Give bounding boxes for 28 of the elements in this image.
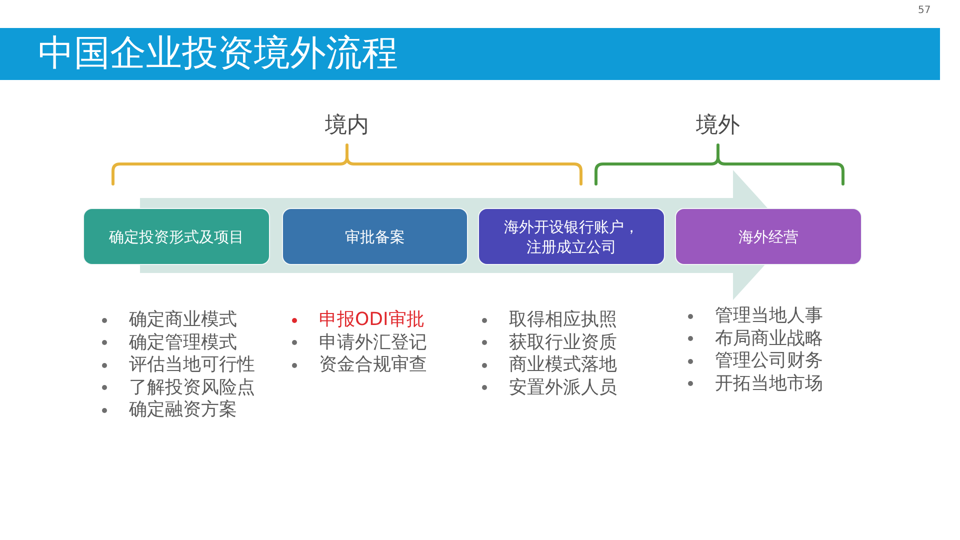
bracket-label: 境内 [325, 112, 369, 140]
process-box [83, 208, 270, 265]
bullet-text: 安置外派人员 [509, 376, 617, 399]
step-label: 确定投资形式及项目 [109, 226, 244, 246]
bullet-text: 确定管理模式 [129, 332, 237, 354]
bullet-text: 资金合规审查 [319, 354, 427, 376]
bullet-text: 确定融资方案 [129, 399, 237, 422]
bullet-text: 确定商业模式 [129, 309, 237, 332]
bullet-text: 管理当地人事 [715, 305, 823, 328]
page-number: 57 [918, 4, 931, 17]
bullet-text: 获取行业资质 [509, 332, 617, 354]
bullet-text: 取得相应执照 [509, 309, 617, 332]
bullet-text: 管理公司财务 [715, 350, 823, 372]
bullet-text: 布局商业战略 [715, 328, 823, 350]
slide-title: 中国企业投资境外流程 [38, 33, 398, 75]
step-label: 海外经营 [738, 226, 798, 246]
bullet-text: 申请外汇登记 [319, 332, 427, 354]
bracket-label: 境外 [696, 112, 740, 140]
bullet-text: 申报ODI审批 [319, 309, 424, 332]
process-box [675, 208, 862, 265]
bullet-text: 开拓当地市场 [715, 372, 823, 395]
step-label: 审批备案 [345, 226, 405, 246]
step-label: 海外开设银行账户，注册成立公司 [503, 216, 640, 256]
bullet-text: 评估当地可行性 [129, 354, 255, 376]
process-box [478, 208, 665, 265]
bullet-text: 了解投资风险点 [129, 376, 255, 399]
bullet-text: 商业模式落地 [509, 354, 617, 376]
process-box [282, 208, 468, 265]
